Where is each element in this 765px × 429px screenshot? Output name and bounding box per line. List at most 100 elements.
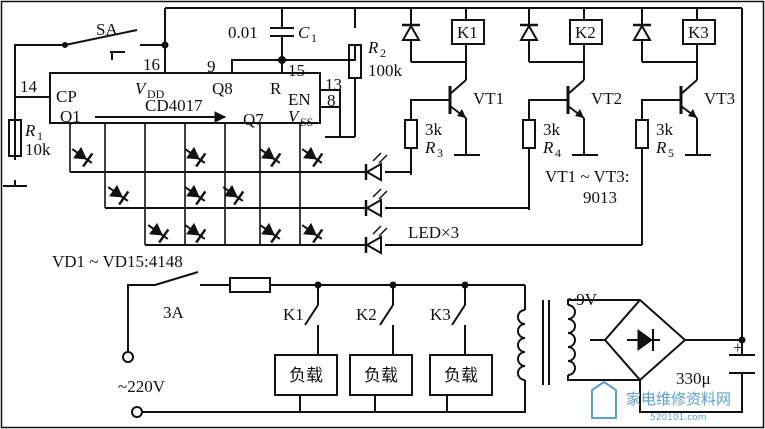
label-plus: + [733,338,743,357]
flyback-diode [519,23,539,41]
transistor-npn [566,79,585,119]
label-vt1: VT1 [473,89,504,108]
ic-cd4017 [49,72,321,124]
label-c1-sub: 1 [311,31,317,45]
label-k2: K2 [575,23,596,42]
matrix-diode [184,146,207,168]
ic-pin-vss-sub: SS [300,115,313,129]
ic-pin-q7: Q7 [243,110,264,129]
label-r4-value: 3k [543,120,561,139]
label-r5: R [655,138,667,157]
label-r1-value: 10k [25,140,51,159]
load-box-1 [274,354,338,396]
matrix-diode [301,222,324,244]
relay-contacts [304,304,466,326]
ic-pin-vss: V [288,107,301,126]
matrix-diode [107,184,130,206]
watermark: 家电维修资料网 520101.com [591,380,731,423]
ic-pin-cp: CP [56,87,77,106]
label-r4-sub: 4 [555,146,561,160]
bridge-rectifier [603,298,687,382]
resistor-r3 [404,119,418,149]
matrix-diode [147,222,170,244]
label-r3: R [424,138,436,157]
label-c1-value: 0.01 [228,23,258,42]
diode-matrix [71,146,324,244]
ic-pin-vdd-sub: DD [147,87,165,101]
label-r1-sub: 1 [37,129,43,143]
capacitor-c1 [270,27,294,64]
label-cap-out: 330μ [676,369,711,388]
label-pin16: 16 [143,55,160,74]
label-vd: VD1 ~ VD15:4148 [52,252,183,271]
label-pin15: 15 [288,61,305,80]
junction-dots [161,41,746,344]
label-switch-k3: K3 [430,305,451,324]
label-c1: C [298,23,310,42]
relay-k3-coil [682,19,716,45]
label-r1: R [24,121,36,140]
load-label-2: 负载 [364,366,398,385]
label-vt-type: 9013 [583,188,617,207]
mains-terminals [122,351,143,418]
label-r3-value: 3k [425,120,443,139]
transistor-npn [679,79,698,119]
label-vt3: VT3 [704,89,735,108]
label-r3-sub: 3 [437,146,443,160]
watermark-text: 家电维修资料网 [626,390,731,408]
label-switch-k1: K1 [283,305,304,324]
label-secondary: ~9V [567,290,598,309]
load-box-2 [349,354,413,396]
flyback-diodes [401,23,652,41]
watermark-url: 520101.com [650,413,706,423]
transistors [448,79,698,119]
load-label-1: 负载 [289,366,323,385]
transformer [517,300,576,385]
resistor-r1 [8,119,22,157]
matrix-diode [301,146,324,168]
relay-k2-coil [569,19,603,45]
label-vt-range: VT1 ~ VT3: [545,167,629,186]
label-r5-value: 3k [656,120,674,139]
matrix-diode [184,184,207,206]
label-pin14: 14 [20,77,38,96]
led [364,152,388,182]
relay-k1-coil [451,19,485,45]
label-vt2: VT2 [591,89,622,108]
ic-pin-q1: Q1 [60,107,81,126]
ic-pin-r: R [270,79,282,98]
flyback-diode [632,23,652,41]
label-pin9: 9 [207,57,216,76]
label-sa: SA [96,20,118,39]
led [364,225,388,255]
label-r2-sub: 2 [380,46,386,60]
led [364,188,388,218]
matrix-diode [259,222,282,244]
capacitor-330u [729,354,755,380]
load-box-3 [429,354,493,396]
label-pin8: 8 [327,91,336,110]
label-ac: ~220V [118,377,166,396]
matrix-diode [259,146,282,168]
flyback-diode [401,23,421,41]
led-group [364,152,388,255]
fuse-3a [229,277,271,293]
label-pin13: 13 [325,75,342,94]
wiring [3,7,743,413]
label-k3: K3 [688,23,709,42]
label-k1: K1 [457,23,478,42]
ic-pin-q8: Q8 [212,79,233,98]
ic-pin-en: EN [288,90,311,109]
label-switch-k2: K2 [356,305,377,324]
resistor-r5 [635,119,649,149]
resistor-r4 [522,119,536,149]
label-r2: R [367,38,379,57]
ic-pin-vdd: V [135,79,148,98]
ic-arrow [95,111,227,123]
ic-name: CD4017 [145,96,203,115]
resistor-r2 [348,44,362,79]
transistor-npn [448,79,467,119]
switch-sa [62,29,138,60]
